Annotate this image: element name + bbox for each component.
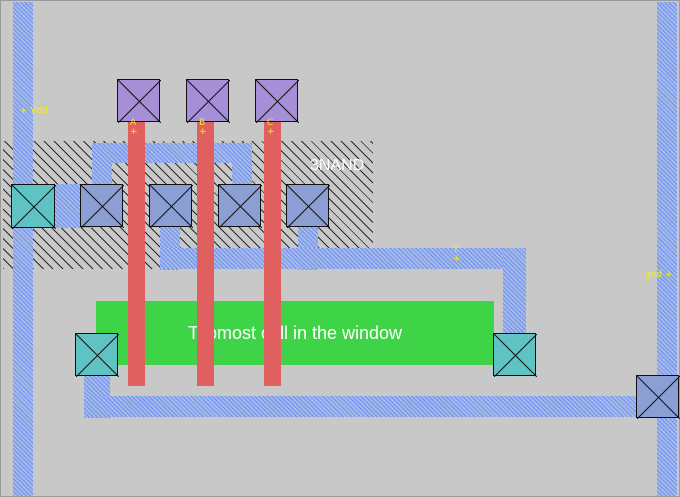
poly-gate-b[interactable] <box>197 118 214 386</box>
input-contact-b[interactable] <box>186 79 230 123</box>
contact-cross-icon <box>494 334 537 377</box>
input-a-label: A <box>130 118 137 128</box>
diffusion-contact-1[interactable] <box>80 184 124 228</box>
contact-cross-icon <box>150 185 193 228</box>
diffusion-contact-3[interactable] <box>218 184 262 228</box>
vdd-label: + Vdd <box>20 106 48 116</box>
poly-gate-a[interactable] <box>128 118 145 386</box>
topmost-cell-highlight[interactable]: Topmost cell in the window <box>96 301 494 365</box>
diffusion-contact-2[interactable] <box>149 184 193 228</box>
diffusion-contact-4[interactable] <box>286 184 330 228</box>
metal-top-bar[interactable] <box>92 143 252 163</box>
y-label: Y <box>453 245 459 255</box>
contact-cross-icon <box>287 185 330 228</box>
contact-cross-icon <box>12 185 56 229</box>
contact-cross-icon <box>81 185 124 228</box>
vdd-contact[interactable] <box>11 184 56 229</box>
contact-cross-icon <box>637 376 680 419</box>
input-b-marker: + <box>199 127 207 137</box>
cell-name-label: 3NAND <box>310 157 365 174</box>
gnd-label: gnd + <box>645 270 673 280</box>
gnd-rail[interactable] <box>657 2 677 496</box>
input-c-marker: + <box>267 127 275 137</box>
ground-contact-left[interactable] <box>75 333 119 377</box>
vdd-rail[interactable] <box>13 2 33 496</box>
contact-cross-icon <box>256 80 299 123</box>
contact-cross-icon <box>76 334 119 377</box>
contact-cross-icon <box>187 80 230 123</box>
gnd-contact[interactable] <box>636 375 680 419</box>
contact-cross-icon <box>118 80 161 123</box>
metal-output-bar[interactable] <box>160 248 526 269</box>
metal-output-drop[interactable] <box>503 248 526 338</box>
metal-top-drop-right[interactable] <box>232 143 252 193</box>
input-b-label: B <box>199 118 206 128</box>
poly-gate-c[interactable] <box>264 118 281 386</box>
topmost-cell-text: Topmost cell in the window <box>187 322 403 343</box>
metal-ground-bar[interactable] <box>84 396 678 417</box>
y-marker: + <box>453 254 461 264</box>
output-contact[interactable] <box>493 333 537 377</box>
input-contact-a[interactable] <box>117 79 161 123</box>
input-contact-c[interactable] <box>255 79 299 123</box>
input-c-label: C <box>267 118 274 128</box>
input-a-marker: + <box>130 127 138 137</box>
metal-top-drop-left[interactable] <box>92 143 112 193</box>
contact-cross-icon <box>219 185 262 228</box>
